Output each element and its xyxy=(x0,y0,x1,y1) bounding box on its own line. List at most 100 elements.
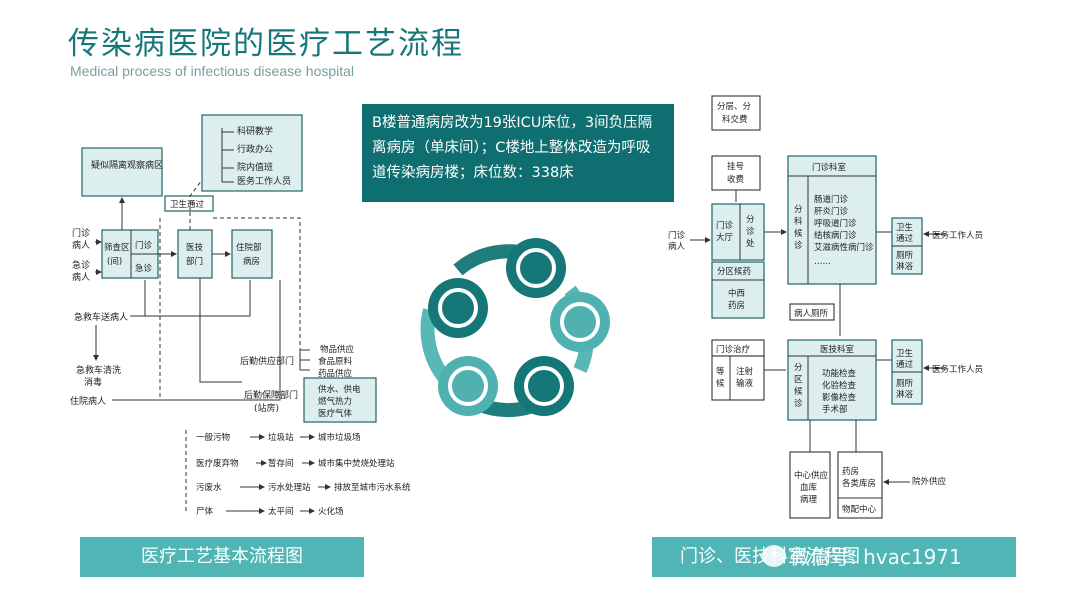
svg-text:诊: 诊 xyxy=(794,240,803,251)
logistics-center-label: 物配中心 xyxy=(842,504,877,515)
svg-text:消毒: 消毒 xyxy=(84,376,102,388)
svg-text:收费: 收费 xyxy=(727,174,745,185)
guarantee-item-1: 供水、供电 xyxy=(318,384,361,395)
box-suspected-isolation xyxy=(81,147,163,197)
outpatient-medtech-diagram: 分层、分 科交费 挂号 收费 门诊 病人 门诊 大厅 分 诊 处 分区候药 中西… xyxy=(668,95,983,519)
waste-row-1: 一般污物 垃圾站 城市垃圾场 xyxy=(196,432,361,443)
svg-text:病人: 病人 xyxy=(72,271,90,283)
waste-row-4: 尸体 太平间 火化场 xyxy=(196,506,344,517)
staff-label-1: 医务工作人员 xyxy=(932,230,983,241)
cycle-node-4 xyxy=(514,356,574,416)
medtech-dept-label: 医技科室 xyxy=(820,344,855,355)
waste-row-3: 污废水 污水处理站 排放至城市污水系统 xyxy=(196,482,411,493)
guarantee-item-3: 医疗气体 xyxy=(318,408,353,419)
emergency-label: 急诊 xyxy=(135,263,153,274)
svg-text:药房: 药房 xyxy=(842,466,859,477)
svg-text:处: 处 xyxy=(746,238,755,249)
svg-text:输液: 输液 xyxy=(736,378,754,389)
staff-label-2: 医务工作人员 xyxy=(932,364,983,375)
svg-text:疑似隔离观察病区: 疑似隔离观察病区 xyxy=(91,159,163,171)
supply-item-2: 食品原料 xyxy=(318,356,353,367)
ambulance-label: 急救车送病人 xyxy=(74,311,128,323)
svg-text:通过: 通过 xyxy=(896,233,914,244)
outpatient-dept-label: 门诊科室 xyxy=(812,162,847,173)
cycle-node-3 xyxy=(550,292,610,352)
svg-text:门诊: 门诊 xyxy=(72,227,90,239)
inpatient-label: 住院病人 xyxy=(70,395,106,407)
box-medtech xyxy=(177,229,213,279)
svg-text:区: 区 xyxy=(794,375,803,385)
box-inpatient-ward xyxy=(231,229,273,279)
waiting-pharmacy-label: 分区候药 xyxy=(717,266,751,277)
cycle-node-1 xyxy=(428,278,488,338)
svg-text:排放至城市污水系统: 排放至城市污水系统 xyxy=(334,482,411,493)
box-hygiene-pass xyxy=(164,195,214,212)
watermark: 微信号: hvac1971 xyxy=(790,545,962,569)
svg-text:污水处理站: 污水处理站 xyxy=(268,482,311,493)
svg-text:厕所: 厕所 xyxy=(896,250,914,261)
svg-text:候: 候 xyxy=(794,229,803,239)
cycle-node-5 xyxy=(438,356,498,416)
svg-text:肠道门诊: 肠道门诊 xyxy=(814,194,849,205)
svg-text:各类库房: 各类库房 xyxy=(842,478,876,489)
hygiene-pass-label: 卫生通过 xyxy=(170,199,205,210)
logistics-supply-label: 后勤供应部门 xyxy=(240,355,294,367)
svg-text:卫生: 卫生 xyxy=(896,348,914,359)
svg-text:结核病门诊: 结核病门诊 xyxy=(814,230,857,241)
svg-text:尸体: 尸体 xyxy=(196,506,214,517)
outpatient-treatment-label: 门诊治疗 xyxy=(716,344,751,355)
svg-text:病人: 病人 xyxy=(72,239,90,251)
info-note: B楼普通病房改为19张ICU床位，3间负压隔离病房（单床间）；C楼地上整体改造为… xyxy=(362,104,674,202)
suspected-isolation-label: 疑似隔离观察病区 xyxy=(91,159,163,171)
box-guarantee xyxy=(303,377,377,423)
caption-outpatient-flow: 门诊、医技科室流程图 xyxy=(652,537,1016,577)
svg-text:门诊: 门诊 xyxy=(716,220,734,231)
svg-text:血库: 血库 xyxy=(800,482,818,493)
svg-text:分: 分 xyxy=(794,205,803,215)
svg-text:住院部: 住院部 xyxy=(236,242,262,253)
svg-text:影像检查: 影像检查 xyxy=(822,392,857,403)
svg-text:……: …… xyxy=(814,257,831,267)
svg-text:急救车清洗: 急救车清洗 xyxy=(76,364,121,376)
svg-text:分层、分: 分层、分 xyxy=(717,102,752,112)
svg-text:挂号: 挂号 xyxy=(727,161,744,172)
svg-text:诊: 诊 xyxy=(794,398,803,409)
cycle-node-2 xyxy=(506,238,566,298)
svg-text:分: 分 xyxy=(794,363,803,373)
svg-text:门诊: 门诊 xyxy=(668,230,686,241)
svg-text:大厅: 大厅 xyxy=(716,232,734,243)
svg-text:太平间: 太平间 xyxy=(268,506,294,517)
svg-text:候: 候 xyxy=(794,387,803,397)
svg-text:一般污物: 一般污物 xyxy=(196,432,231,443)
admin-item-2: 行政办公 xyxy=(237,143,273,155)
external-supply-label: 院外供应 xyxy=(912,476,947,487)
svg-text:功能检查: 功能检查 xyxy=(822,368,857,379)
patient-toilet-label: 病人厕所 xyxy=(794,308,829,319)
admin-item-1: 科研教学 xyxy=(237,125,273,137)
svg-text:暂存间: 暂存间 xyxy=(268,458,294,469)
svg-text:淋浴: 淋浴 xyxy=(896,261,914,272)
svg-text:部门: 部门 xyxy=(186,256,203,267)
svg-text:候: 候 xyxy=(716,379,725,389)
svg-text:病理: 病理 xyxy=(800,494,818,505)
svg-text:筛查区: 筛查区 xyxy=(104,242,130,253)
svg-text:中西: 中西 xyxy=(728,288,745,299)
svg-text:后勤保障部门: 后勤保障部门 xyxy=(244,389,298,401)
svg-text:医疗废弃物: 医疗废弃物 xyxy=(196,458,239,469)
svg-text:分: 分 xyxy=(746,215,755,225)
caption-basic-flow: 医疗工艺基本流程图 xyxy=(80,537,364,577)
svg-text:急诊: 急诊 xyxy=(72,259,90,271)
svg-text:注射: 注射 xyxy=(736,366,754,377)
svg-text:(间): (间) xyxy=(107,257,122,267)
svg-text:通过: 通过 xyxy=(896,359,914,370)
supply-item-1: 物品供应 xyxy=(320,344,355,355)
svg-text:医技: 医技 xyxy=(186,242,204,253)
guarantee-item-2: 燃气热力 xyxy=(318,396,352,407)
svg-text:火化场: 火化场 xyxy=(318,506,344,517)
outpatient-label: 门诊 xyxy=(135,240,153,251)
waste-row-2: 医疗废弃物 暂存间 城市集中焚烧处理站 xyxy=(196,458,395,469)
admin-item-4: 医务工作人员 xyxy=(237,175,291,187)
svg-text:艾滋病性病门诊: 艾滋病性病门诊 xyxy=(814,242,874,253)
page-title: 传染病医院的医疗工艺流程 xyxy=(68,26,464,62)
